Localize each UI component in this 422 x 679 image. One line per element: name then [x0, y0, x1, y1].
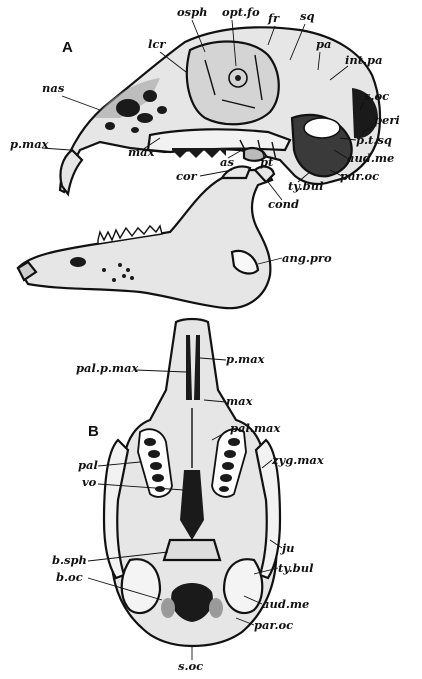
basisphenoid: [164, 540, 220, 560]
label-osph: osph: [177, 5, 208, 19]
label-as: as: [220, 155, 234, 169]
label-int-pa: int.pa: [345, 53, 383, 67]
label-ang-pro: ang.pro: [282, 251, 332, 265]
bulla-left: [122, 559, 160, 613]
label-nas: nas: [42, 81, 65, 95]
label-opt-fo: opt.fo: [222, 5, 260, 19]
auditory-meatus: [304, 118, 340, 138]
label-p-max-b: p.max: [226, 352, 265, 366]
label-pal-max: pal.max: [230, 421, 280, 435]
label-max-b: max: [226, 394, 253, 408]
upper-cheek-teeth: [172, 148, 226, 158]
label-sq: sq: [300, 9, 315, 23]
label-aud-me-b: aud.me: [262, 597, 309, 611]
label-cor: cor: [176, 169, 198, 183]
occipital-condyle-right: [209, 598, 223, 618]
mandible: [18, 170, 272, 308]
label-pt: pt: [260, 155, 274, 169]
label-pa: pa: [316, 37, 332, 51]
label-ju: ju: [280, 541, 295, 555]
label-b-sph: b.sph: [52, 553, 87, 567]
label-lcr: lcr: [148, 37, 166, 51]
label-s-oc-a: s.oc: [364, 89, 389, 103]
label-fr: fr: [267, 11, 280, 25]
incisor-upper: [60, 150, 82, 194]
label-par-oc-a: par.oc: [340, 169, 379, 183]
label-ty-bul-b: ty.bul: [278, 561, 314, 575]
label-pal: pal: [78, 458, 98, 472]
label-p-max-a: p.max: [10, 137, 49, 151]
panel-b-label: B: [88, 423, 99, 440]
label-max-a: max: [128, 145, 155, 159]
occipital-condyle-left: [161, 598, 175, 618]
label-par-oc-b: par.oc: [254, 618, 293, 632]
label-p-t-sq: p.t.sq: [356, 133, 392, 147]
label-ty-bul-a: ty.bul: [288, 179, 324, 193]
label-b-oc: b.oc: [56, 570, 83, 584]
label-cond: cond: [268, 197, 299, 211]
label-pal-p-max: pal.p.max: [76, 361, 139, 375]
label-s-oc-b: s.oc: [178, 659, 203, 673]
label-aud-me-a: aud.me: [347, 151, 394, 165]
label-vo: vo: [82, 475, 97, 489]
skull-lateral-view: [18, 27, 380, 308]
orbit: [187, 42, 279, 125]
bulla-right: [224, 559, 262, 613]
label-zyg-max: zyg.max: [271, 453, 324, 467]
panel-a-label: A: [62, 39, 73, 56]
label-peri: peri: [374, 113, 400, 127]
